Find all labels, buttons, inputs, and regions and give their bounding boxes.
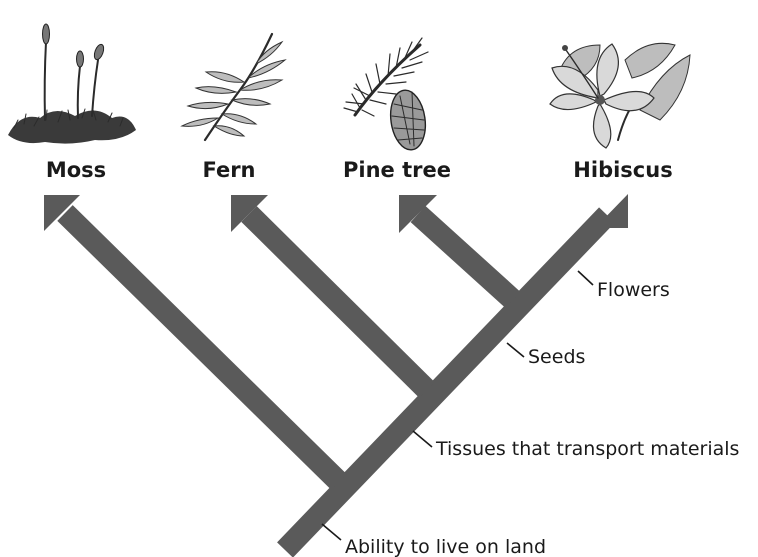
branch-pine-tree <box>418 214 513 300</box>
pine-illustration <box>344 38 429 152</box>
tick-tissues <box>413 431 432 447</box>
tick-seeds <box>507 343 524 357</box>
hibiscus-illustration <box>550 43 690 148</box>
branch-fern <box>249 214 427 390</box>
taxon-label-hibiscus: Hibiscus <box>573 158 672 182</box>
trait-label-tissues: Tissues that transport materials <box>435 438 739 460</box>
trait-label-land: Ability to live on land <box>345 536 546 557</box>
moss-illustration <box>8 24 136 144</box>
taxon-label-moss: Moss <box>46 158 106 182</box>
cladogram-branches <box>44 194 628 550</box>
taxon-label-pine-tree: Pine tree <box>343 158 451 182</box>
tick-land <box>322 524 341 540</box>
taxon-label-fern: Fern <box>202 158 255 182</box>
trait-label-flowers: Flowers <box>597 279 670 301</box>
trait-label-seeds: Seeds <box>528 346 585 368</box>
main-trunk <box>285 215 607 550</box>
fern-illustration <box>182 34 285 140</box>
tick-flowers <box>578 271 593 285</box>
